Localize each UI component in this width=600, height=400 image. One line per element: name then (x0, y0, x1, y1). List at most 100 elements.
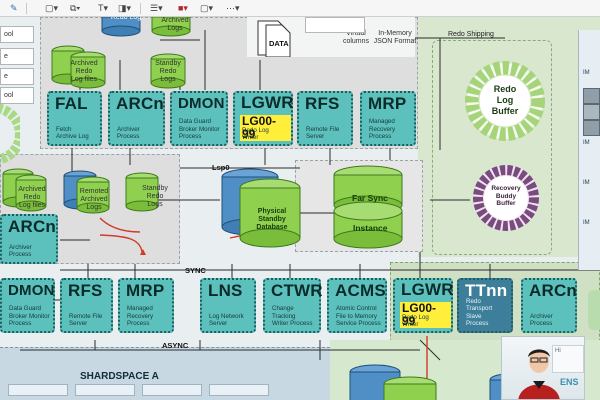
process-lgwr-standby[interactable]: LGWR LG00-99 Redo Log Writer (393, 278, 454, 333)
left-cut-box: ool (0, 87, 34, 104)
virtual-columns-label: Virtual columns (342, 30, 370, 45)
im-label: IM (583, 220, 590, 226)
process-description: Redo Log Writer (242, 126, 269, 141)
edge-ring-fragment (588, 290, 600, 330)
data-file-icon (257, 20, 291, 57)
far-sync-instance (333, 165, 403, 249)
im-label: IM (583, 70, 590, 76)
process-title: LNS (208, 281, 243, 300)
toolbar-separator (140, 3, 141, 14)
shard-box (8, 384, 68, 396)
process-dmon[interactable]: DMON Data Guard Broker Monitor Process (170, 91, 228, 146)
process-description: Data Guard Broker Monitor Process (179, 118, 220, 140)
process-arcn-standby[interactable]: ARCn Archiver Process (0, 214, 58, 264)
presenter-webcam: Hi ENS (501, 336, 585, 400)
middle-cylinders (2, 168, 159, 214)
process-description: Archiver Process (9, 243, 32, 258)
process-title: ACMS (335, 281, 386, 300)
process-description: Remote File Server (69, 312, 103, 327)
stack-segment (583, 88, 600, 104)
process-title: ARCn (529, 281, 578, 300)
standby-redo-logs-label: Standby Redo Logs (155, 60, 181, 83)
webcam-banner-text: ENS (560, 377, 579, 387)
process-title: CTWR (271, 281, 323, 300)
presenter-avatar (518, 349, 560, 399)
bottom-cylinders (349, 364, 437, 400)
process-mrp[interactable]: MRP Managed Recovery Process (360, 91, 416, 146)
annotation-toolbar: ✎ ▢▾ ⧉▾ T▾ ◨▾ ☰▾ ■▾ ▢▾ ⋯▾ (0, 0, 600, 17)
process-title: ARCn (8, 217, 57, 236)
redo-shipping-label: Redo Shipping (448, 31, 494, 38)
archived-redo-files-label: Archived Redo Log files (18, 186, 46, 209)
async-label: ASYNC (162, 341, 189, 350)
process-fal[interactable]: FAL Fetch Archive Log (47, 91, 102, 146)
webcam-panel: Hi (552, 345, 584, 373)
process-lns[interactable]: LNS Log Network Server (200, 278, 256, 333)
color-icon[interactable]: ■▾ (178, 3, 188, 13)
redo-log-buffer-ring (465, 61, 545, 141)
pen-tool-icon[interactable]: ✎ (10, 3, 18, 13)
process-arcn-bottom[interactable]: ARCn Archiver Process (521, 278, 577, 333)
process-description: Redo Transport Slave Process (466, 298, 493, 327)
stack-segment (583, 120, 600, 136)
fill-icon[interactable]: ◨▾ (118, 3, 132, 13)
more-icon[interactable]: ⋯▾ (226, 3, 240, 13)
redo-log-buffer-label: Redo Log Buffer (491, 84, 519, 116)
in-memory-json-label: In-Memory JSON Format (373, 30, 417, 45)
process-description: Managed Recovery Process (127, 305, 154, 327)
physical-standby-label: Physical Standby Database (256, 208, 288, 231)
process-title: MRP (368, 94, 407, 113)
shard-box (209, 384, 269, 396)
process-description: Data Guard Broker Monitor Process (9, 305, 50, 327)
process-rfs-standby[interactable]: RFS Remote File Server (60, 278, 113, 333)
process-dmon-standby[interactable]: DMON Data Guard Broker Monitor Process (0, 278, 55, 333)
left-cut-box: e (0, 68, 34, 85)
border-icon[interactable]: ▢▾ (200, 3, 214, 13)
physical-standby-database (221, 168, 301, 248)
copy-icon[interactable]: ⧉▾ (70, 3, 81, 13)
stack-segment (583, 104, 600, 120)
process-title: DMON (8, 282, 55, 299)
process-ttnn[interactable]: TTnn Redo Transport Slave Process (457, 278, 513, 333)
process-description: Fetch Archive Log (56, 125, 89, 140)
process-arcn[interactable]: ARCn Archiver Process (108, 91, 165, 146)
process-title: LGWR (401, 280, 454, 299)
recovery-buddy-label: Recovery Buddy Buffer (491, 185, 521, 207)
left-cut-box: ool (0, 26, 34, 43)
recovery-buddy-buffer-ring (473, 165, 539, 231)
process-title: FAL (55, 94, 88, 113)
process-lgwr[interactable]: LGWR LG00-99 Redo Log Writer (233, 91, 294, 146)
shardspace-title: SHARDSPACE A (80, 371, 159, 382)
instance-label: Instance (353, 223, 388, 233)
im-label: IM (583, 140, 590, 146)
process-ctwr[interactable]: CTWR Change Tracking Writer Process (263, 278, 323, 333)
toolbar-separator (26, 3, 27, 14)
process-title: DMON (178, 95, 225, 112)
right-edge-stack: IM IM IM IM (578, 30, 600, 270)
process-description: Archiver Process (117, 125, 140, 140)
sync-label: SYNC (185, 266, 206, 275)
process-title: RFS (305, 94, 340, 113)
process-acms[interactable]: ACMS Atomic Control File to Memory Servi… (327, 278, 387, 333)
left-ring-fragment (0, 104, 20, 164)
lsp0-label: Lsp0 (212, 163, 230, 172)
shapes-icon[interactable]: ▢▾ (45, 3, 59, 13)
process-description: Remote File Server (306, 125, 340, 140)
process-description: Atomic Control File to Memory Service Pr… (336, 305, 381, 327)
process-tag: LG00-99 (400, 302, 451, 328)
process-title: RFS (68, 281, 103, 300)
process-mrp-standby[interactable]: MRP Managed Recovery Process (118, 278, 174, 333)
text-icon[interactable]: T▾ (98, 3, 109, 13)
standby-redo-logs-label: Standby Redo Logs (142, 185, 168, 208)
archived-logs-label: Archived Logs (161, 17, 189, 32)
archived-redo-files-label: Archived Redo Log files (70, 60, 98, 83)
process-rfs[interactable]: RFS Remote File Server (297, 91, 353, 146)
process-tag: LG00-99 (240, 115, 291, 141)
process-description: Log Network Server (209, 312, 244, 327)
process-title: MRP (126, 281, 165, 300)
line-style-icon[interactable]: ☰▾ (150, 3, 163, 13)
im-label: IM (583, 180, 590, 186)
process-title: TTnn (465, 281, 508, 300)
process-title: LGWR (241, 93, 294, 112)
